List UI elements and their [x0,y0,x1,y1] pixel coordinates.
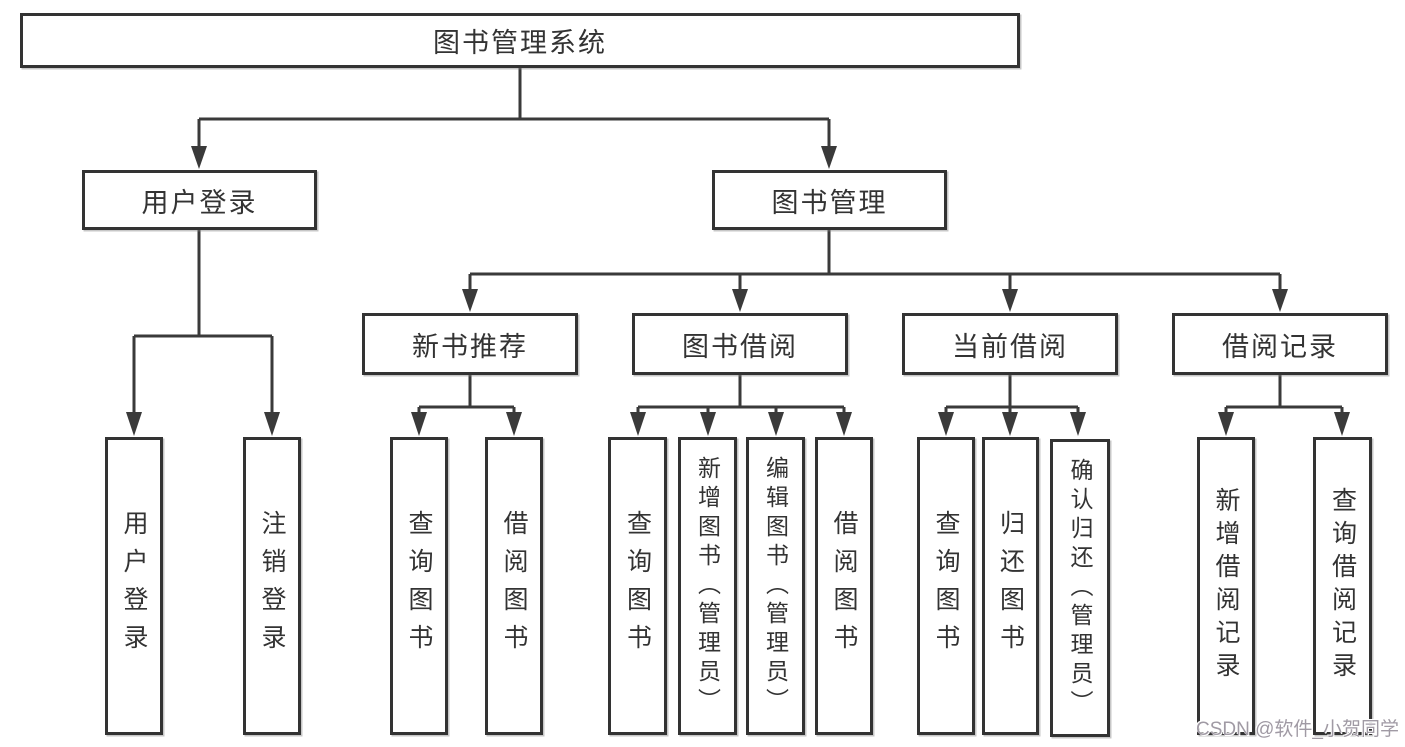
node-records-query-record-label: 查询借阅记录 [1328,487,1357,685]
arrow-down-icon [264,412,280,436]
arrow-down-icon [506,412,522,436]
node-current-query-book: 查询图书 [917,437,975,735]
node-recommend-borrow-book: 借阅图书 [485,437,543,735]
arrow-down-icon [768,412,784,436]
arrow-down-icon [938,412,954,436]
arrow-down-icon [1334,412,1350,436]
node-recommend-query-book: 查询图书 [390,437,448,735]
arrow-down-icon [191,146,207,169]
arrow-down-icon [1002,412,1018,436]
arrow-down-icon [1002,289,1018,312]
node-borrow-borrow-book-label: 借阅图书 [830,510,858,662]
node-borrow-borrow-book: 借阅图书 [815,437,873,735]
node-current-confirm-return-label: 确认归还（管理员） [1067,457,1093,719]
node-book-management: 图书管理 [712,170,947,230]
arrow-down-icon [1272,289,1288,312]
arrow-down-icon [836,412,852,436]
node-borrow-edit-book-label: 编辑图书（管理员） [762,455,789,717]
node-borrow-records: 借阅记录 [1172,313,1388,375]
node-records-query-record: 查询借阅记录 [1313,437,1372,735]
node-borrow-add-book-label: 新增图书（管理员） [694,455,721,717]
arrow-down-icon [630,412,646,436]
node-borrow-records-label: 借阅记录 [1222,331,1338,362]
node-recommend-borrow-book-label: 借阅图书 [500,510,528,662]
node-login: 用户登录 [105,437,163,735]
node-root: 图书管理系统 [20,13,1020,68]
arrow-down-icon [126,412,142,436]
node-logout-label: 注销登录 [258,510,286,662]
node-borrow-query-book: 查询图书 [608,437,667,735]
arrow-down-icon [462,289,478,312]
node-current-return-book-label: 归还图书 [996,510,1025,662]
node-borrow-add-book: 新增图书（管理员） [678,437,737,735]
node-current-borrow-label: 当前借阅 [952,331,1068,362]
node-recommend-query-book-label: 查询图书 [405,510,433,662]
watermark: CSDN @软件_小贺同学 [1196,719,1399,740]
node-records-add-record-label: 新增借阅记录 [1212,487,1240,685]
node-borrow-query-book-label: 查询图书 [623,510,652,662]
node-user-login-label: 用户登录 [141,187,258,218]
node-current-return-book: 归还图书 [982,437,1039,735]
arrow-down-icon [1070,412,1086,436]
node-current-confirm-return: 确认归还（管理员） [1050,439,1110,737]
arrow-down-icon [411,412,427,436]
node-new-book-recommend-label: 新书推荐 [412,331,528,362]
node-current-borrow: 当前借阅 [902,313,1118,375]
node-new-book-recommend: 新书推荐 [362,313,578,375]
arrow-down-icon [821,146,837,169]
node-book-borrow-label: 图书借阅 [682,331,798,362]
arrow-down-icon [1218,412,1234,436]
node-root-label: 图书管理系统 [433,28,607,58]
node-book-management-label: 图书管理 [771,187,888,218]
node-user-login: 用户登录 [82,170,317,230]
node-book-borrow: 图书借阅 [632,313,848,375]
node-login-label: 用户登录 [120,510,148,662]
node-logout: 注销登录 [243,437,301,735]
node-current-query-book-label: 查询图书 [932,510,960,662]
arrow-down-icon [700,412,716,436]
node-borrow-edit-book: 编辑图书（管理员） [746,437,805,735]
arrow-down-icon [732,289,748,312]
node-records-add-record: 新增借阅记录 [1197,437,1255,735]
